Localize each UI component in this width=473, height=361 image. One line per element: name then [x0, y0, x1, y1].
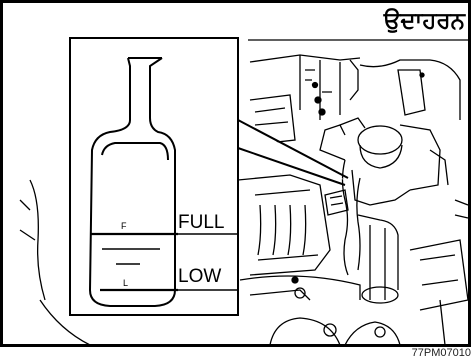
reservoir-full-mark: F: [121, 222, 127, 231]
caption-example: ਉਦਾਹਰਨ: [384, 10, 465, 33]
reservoir-low-mark: L: [123, 279, 128, 288]
full-label: FULL: [178, 213, 224, 232]
figure-code: 77PM07010: [412, 348, 471, 359]
low-label: LOW: [178, 267, 221, 286]
